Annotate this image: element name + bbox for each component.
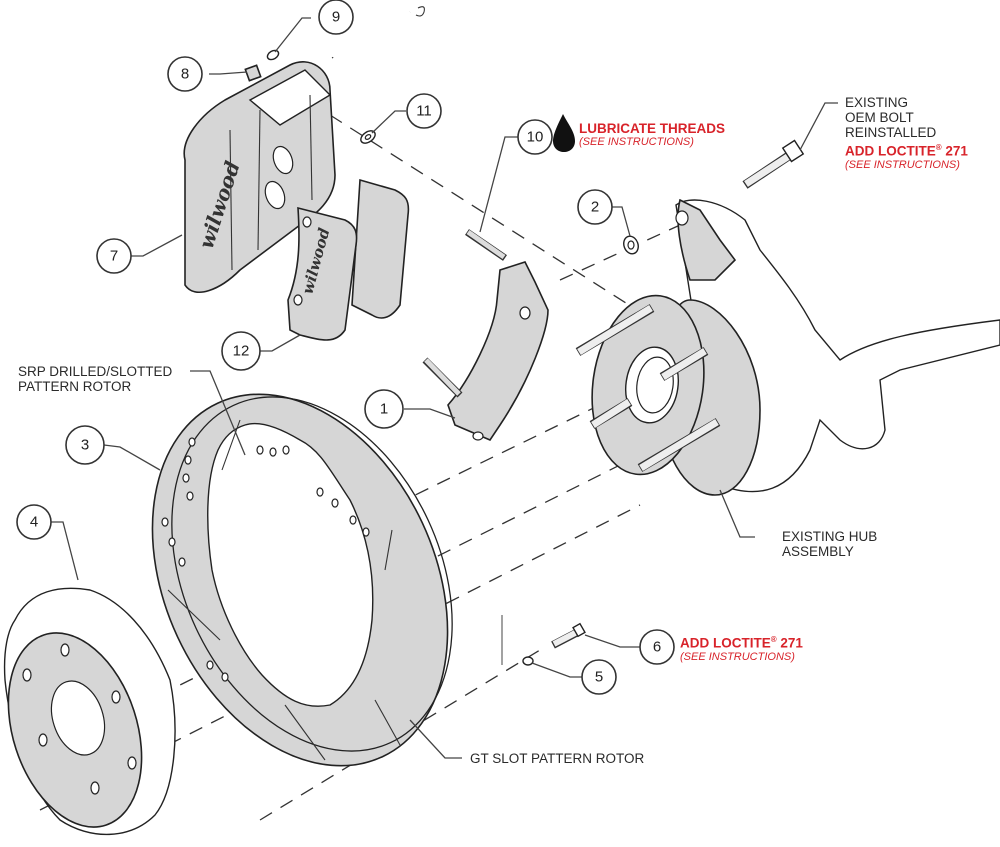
existing-bolt-line-3: REINSTALLED (845, 125, 937, 140)
leader-5 (531, 662, 583, 678)
gt-rotor-line-1: GT SLOT PATTERN ROTOR (470, 751, 645, 766)
rotor-drill-holes (161, 437, 370, 682)
leader-12 (260, 334, 301, 352)
leader-7 (131, 234, 183, 257)
loctite-6-see-instructions: (SEE INSTRUCTIONS) (680, 650, 795, 663)
svg-text:8: 8 (181, 66, 189, 83)
svg-text:6: 6 (653, 639, 661, 656)
callout-12: 12 (221, 331, 261, 371)
leader-11 (371, 110, 406, 134)
lubricate-see-instructions: (SEE INSTRUCTIONS) (579, 136, 694, 148)
callout-10: 10 (517, 119, 553, 155)
svg-text:7: 7 (110, 248, 118, 265)
svg-text:4: 4 (30, 514, 38, 531)
callout-2: 2 (577, 189, 613, 225)
srp-rotor-line-1: SRP DRILLED/SLOTTED (18, 364, 173, 379)
axis-hat-bolt (259, 649, 541, 821)
label-srp-rotor: SRP DRILLED/SLOTTED PATTERN ROTOR (18, 364, 172, 394)
label-existing-hub: EXISTING HUB ASSEMBLY (782, 529, 877, 559)
svg-text:11: 11 (416, 103, 432, 120)
existing-hub-line-1: EXISTING HUB (782, 529, 878, 544)
rotor-hat (3, 587, 176, 836)
svg-text:3: 3 (81, 437, 89, 454)
callout-1: 1 (364, 389, 404, 429)
lubricate-note: LUBRICATE THREADS (579, 121, 725, 136)
pad-pin-washer (266, 49, 280, 61)
leader-6 (584, 634, 641, 648)
existing-bolt-line-2: OEM BOLT (845, 110, 914, 125)
leader-4 (50, 521, 79, 581)
rotor-slots (167, 419, 401, 761)
existing-bolt-line-1: EXISTING (845, 95, 909, 110)
label-gt-rotor: GT SLOT PATTERN ROTOR (470, 751, 644, 766)
svg-text:9: 9 (332, 9, 340, 26)
srp-rotor-line-2: PATTERN ROTOR (18, 379, 132, 394)
label-existing-oem-bolt: EXISTING OEM BOLT REINSTALLED ADD LOCTIT… (845, 95, 968, 171)
callout-5: 5 (581, 659, 617, 695)
existing-oem-bolt (742, 139, 805, 189)
existing-bolt-see-instructions: (SEE INSTRUCTIONS) (845, 158, 960, 171)
svg-text:2: 2 (591, 199, 599, 216)
caliper-shim (360, 130, 376, 144)
leader-9 (274, 17, 311, 53)
svg-text:12: 12 (233, 343, 250, 360)
callout-7: 7 (96, 238, 132, 274)
leader-10 (479, 136, 518, 233)
rotor (151, 393, 453, 767)
caliper-bracket (422, 261, 549, 441)
callout-3: 3 (65, 425, 105, 465)
caliper-mount-stud (465, 229, 507, 261)
caliper: wilwood (183, 61, 336, 294)
leader-8 (209, 71, 248, 75)
washer (623, 235, 639, 255)
existing-hub-line-2: ASSEMBLY (782, 544, 854, 559)
leader-srp-rotor (190, 370, 246, 456)
leader-existing-bolt (799, 102, 838, 151)
callout-4: 4 (16, 504, 52, 540)
leader-1 (404, 408, 456, 419)
oil-drop-icon (553, 114, 575, 152)
svg-text:10: 10 (527, 129, 544, 146)
leader-lines (50, 17, 838, 759)
loctite-6-note: ADD LOCTITE® 271 (680, 635, 803, 651)
wheel-studs (575, 304, 721, 472)
leader-2 (612, 206, 631, 237)
callout-9: 9 (318, 0, 354, 35)
svg-text:5: 5 (595, 669, 603, 686)
leader-3 (103, 444, 161, 471)
svg-text:1: 1 (380, 401, 388, 418)
callout-8: 8 (167, 56, 203, 92)
rotor-hat-holes (22, 643, 137, 795)
callout-11: 11 (406, 93, 442, 129)
leader-gt-rotor (409, 719, 462, 759)
bridge-bolt-nut (244, 64, 262, 82)
caliper-through-bolt (331, 6, 425, 59)
existing-hub-assembly (575, 198, 1000, 496)
existing-bolt-loctite-note: ADD LOCTITE® 271 (845, 143, 968, 159)
rotor-hat-washer (501, 615, 534, 666)
rotor-hat-bolt (551, 622, 586, 649)
callout-6: 6 (639, 629, 675, 665)
leader-existing-hub (719, 489, 755, 538)
brake-pads: wilwood (287, 178, 410, 341)
label-lubricate-threads: LUBRICATE THREADS (SEE INSTRUCTIONS) (579, 121, 725, 148)
label-loctite-6: ADD LOCTITE® 271 (SEE INSTRUCTIONS) (680, 632, 803, 663)
